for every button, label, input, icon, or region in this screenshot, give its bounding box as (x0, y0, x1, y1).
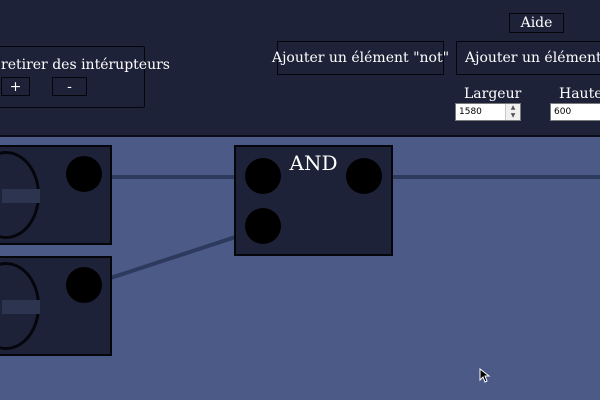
toolbar: Aide retirer des intérupteurs + - Ajoute… (0, 0, 600, 137)
width-label: Largeur (464, 86, 522, 102)
and-output-port[interactable] (346, 158, 382, 194)
remove-switch-button[interactable]: - (52, 77, 87, 96)
spinner-down-icon[interactable]: ▼ (510, 112, 516, 119)
and-input-port-a[interactable] (245, 158, 281, 194)
width-value: 1580 (459, 107, 482, 117)
and-gate[interactable]: AND (234, 145, 393, 256)
wires (82, 175, 600, 289)
wire-switch2-to-and (82, 226, 264, 289)
mouse-cursor-icon (479, 368, 491, 383)
circuit-canvas[interactable]: AND (0, 137, 600, 400)
width-input[interactable]: 1580 ▲ ▼ (455, 103, 521, 121)
switch-panel-label: retirer des intérupteurs (1, 57, 170, 73)
add-and-button[interactable]: Ajouter un élément "an (456, 41, 600, 75)
switch-node-2[interactable] (0, 256, 112, 356)
height-label: Hauteur (559, 86, 600, 102)
switch-node-1[interactable] (0, 145, 112, 245)
width-spinner[interactable]: ▲ ▼ (505, 104, 520, 120)
height-value: 600 (554, 107, 572, 117)
and-input-port-b[interactable] (245, 208, 281, 244)
and-gate-title: AND (289, 151, 338, 175)
output-port-1[interactable] (66, 156, 102, 192)
help-button[interactable]: Aide (509, 13, 564, 33)
height-input[interactable]: 600 (550, 103, 600, 121)
add-not-button[interactable]: Ajouter un élément "not" (272, 41, 449, 75)
output-port-2[interactable] (66, 267, 102, 303)
spinner-up-icon[interactable]: ▲ (510, 104, 516, 111)
switch-panel: retirer des intérupteurs + - (0, 46, 170, 108)
add-switch-button[interactable]: + (1, 77, 30, 96)
switch-indicator-2 (2, 300, 40, 314)
switch-indicator-1 (2, 189, 40, 203)
